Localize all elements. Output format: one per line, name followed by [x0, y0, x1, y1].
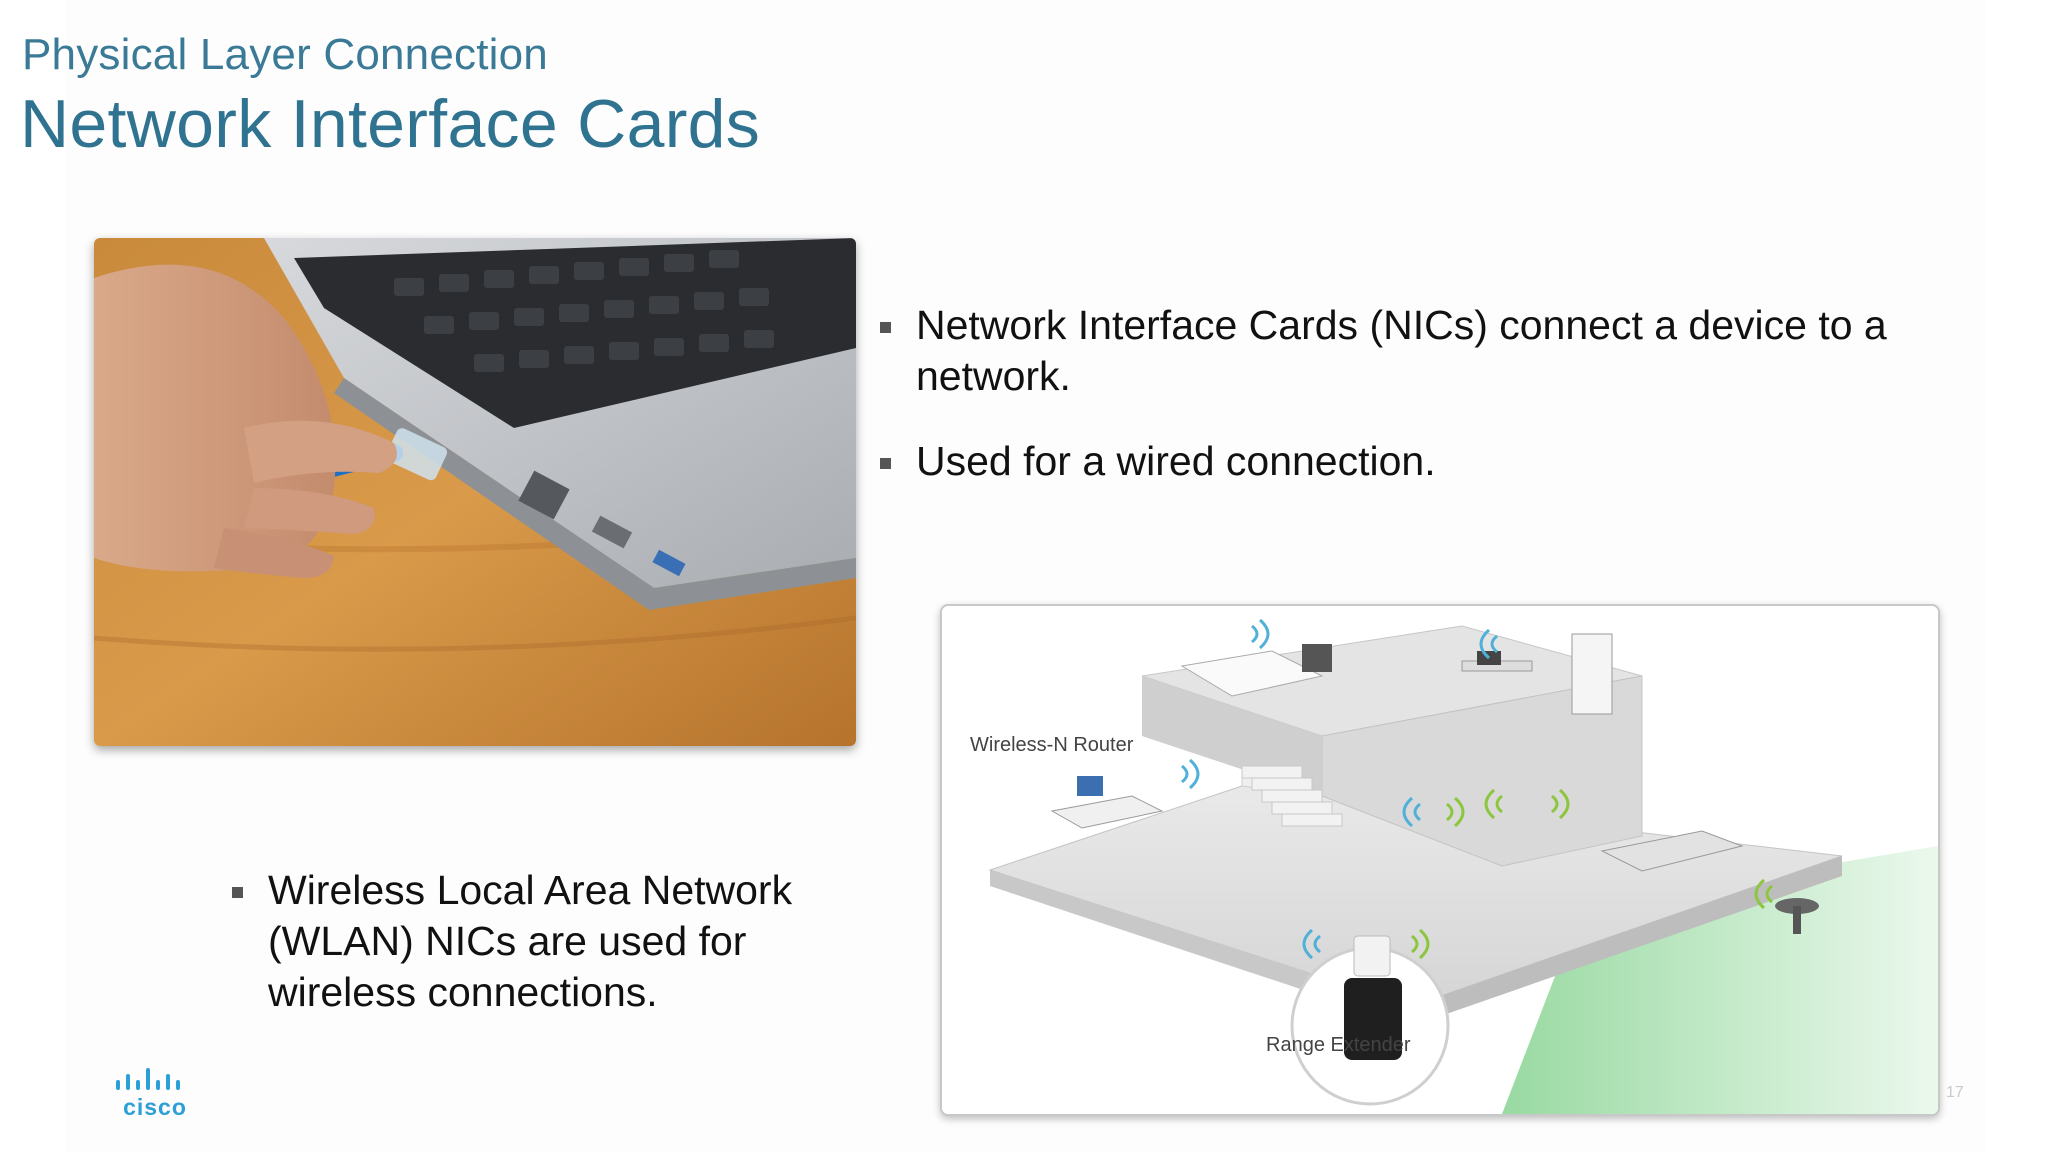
page-number: 17 [1946, 1084, 1964, 1101]
cisco-bars-icon [116, 1068, 180, 1090]
slide-title: Network Interface Cards [20, 86, 761, 162]
list-item: Wireless Local Area Network (WLAN) NICs … [232, 865, 852, 1018]
router-label: Wireless-N Router [970, 734, 1134, 756]
bullet-list-wired: Network Interface Cards (NICs) connect a… [880, 300, 1940, 521]
list-item: Used for a wired connection. [880, 436, 1940, 487]
range-extender-label: Range Extender [1266, 1034, 1411, 1056]
bullet-square-icon [880, 458, 891, 469]
list-item: Network Interface Cards (NICs) connect a… [880, 300, 1940, 402]
cisco-logo: cisco [110, 1066, 200, 1122]
bullet-square-icon [880, 322, 891, 333]
cisco-logo-text: cisco [123, 1094, 187, 1120]
bullet-list-wireless: Wireless Local Area Network (WLAN) NICs … [232, 865, 852, 1052]
wireless-home-diagram: Wireless-N Router Range Extender [940, 604, 1940, 1116]
bullet-square-icon [232, 887, 243, 898]
slide-subtitle: Physical Layer Connection [22, 30, 548, 79]
laptop-ethernet-photo [94, 238, 856, 746]
